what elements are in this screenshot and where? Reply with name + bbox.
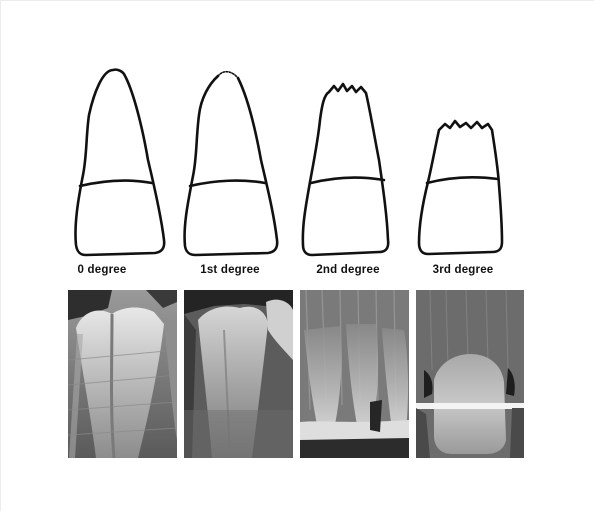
tooth-diagram-1st-degree	[185, 72, 278, 255]
radiograph-2nd-degree	[300, 290, 409, 458]
stage-label-3rd-degree: 3rd degree	[403, 264, 523, 276]
tooth-diagram-3rd-degree	[419, 121, 502, 254]
radiograph-3rd-degree	[416, 290, 524, 458]
tooth-diagram-2nd-degree	[303, 84, 388, 255]
stage-label-2nd-degree: 2nd degree	[288, 264, 408, 276]
enamel-loss-1	[218, 72, 238, 78]
tooth-outline-2	[303, 84, 388, 255]
tooth-outline-1	[185, 76, 278, 255]
cej-line-2	[311, 178, 384, 183]
tooth-outline-0	[75, 70, 164, 255]
cej-line-0	[80, 181, 152, 186]
tooth-outline-3	[419, 121, 502, 254]
tooth-diagram-row	[0, 0, 594, 270]
radiograph-0-degree	[68, 290, 177, 458]
cej-line-3	[427, 177, 498, 183]
radiograph-1st-degree	[184, 290, 293, 458]
stage-label-0-degree: 0 degree	[42, 264, 162, 276]
stage-label-1st-degree: 1st degree	[170, 264, 290, 276]
cej-line-1	[190, 181, 265, 186]
tooth-diagram-0-degree	[75, 70, 164, 255]
